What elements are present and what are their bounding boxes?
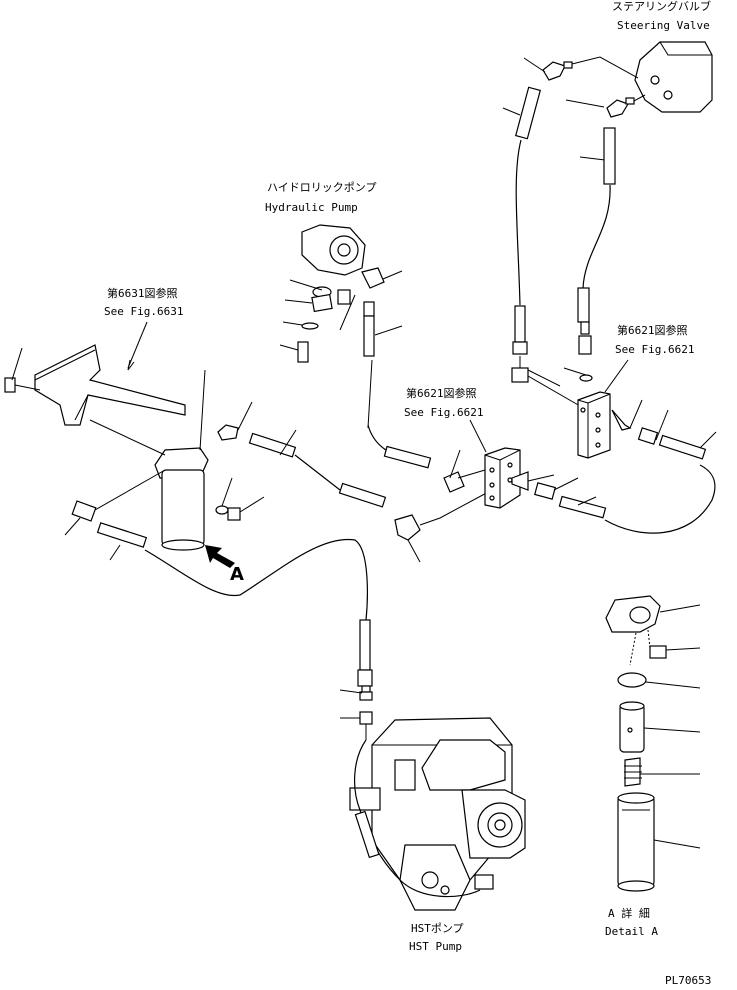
elbow-fitting bbox=[542, 61, 573, 81]
view-a-label: A bbox=[230, 564, 244, 585]
hydraulic-pump-label-jp: ハイドロリックポンプ bbox=[267, 181, 376, 194]
detail-a-head bbox=[605, 595, 661, 633]
manifold-block bbox=[484, 447, 521, 509]
fig6631-label-en: See Fig.6631 bbox=[104, 305, 183, 318]
view-arrow-icon bbox=[205, 545, 235, 568]
hst-pump-label-jp: HSTポンプ bbox=[411, 922, 464, 935]
fig6621b-label-en: See Fig.6621 bbox=[615, 343, 694, 356]
steering-valve-label-jp: ステアリングバルブ bbox=[612, 0, 711, 13]
elbow-fitting bbox=[606, 97, 635, 118]
drawing-number: PL70653 bbox=[665, 974, 711, 985]
fig6621b-label-jp: 第6621図参照 bbox=[617, 323, 688, 337]
hst-pump bbox=[349, 717, 526, 911]
detail-a-bowl bbox=[617, 792, 655, 892]
hydraulic-pump bbox=[301, 224, 366, 276]
fig6631-label-jp: 第6631図参照 bbox=[107, 286, 178, 300]
detail-a-element bbox=[619, 701, 645, 753]
elbow-fitting bbox=[217, 424, 239, 441]
elbow-fitting bbox=[394, 514, 421, 541]
fig6621a-label-jp: 第6621図参照 bbox=[406, 386, 477, 400]
detail-a-label-en: Detail A bbox=[605, 925, 658, 938]
bracket bbox=[34, 344, 186, 426]
detail-a-label-jp: A 詳 細 bbox=[608, 906, 650, 920]
steering-valve bbox=[634, 41, 713, 113]
hydraulic-pump-label-en: Hydraulic Pump bbox=[265, 201, 358, 214]
filter-assembly bbox=[154, 447, 209, 551]
fig6621a-label-en: See Fig.6621 bbox=[404, 406, 483, 419]
valve-block bbox=[577, 391, 611, 459]
hst-pump-label-en: HST Pump bbox=[409, 940, 462, 953]
steering-valve-label-en: Steering Valve bbox=[617, 19, 710, 32]
